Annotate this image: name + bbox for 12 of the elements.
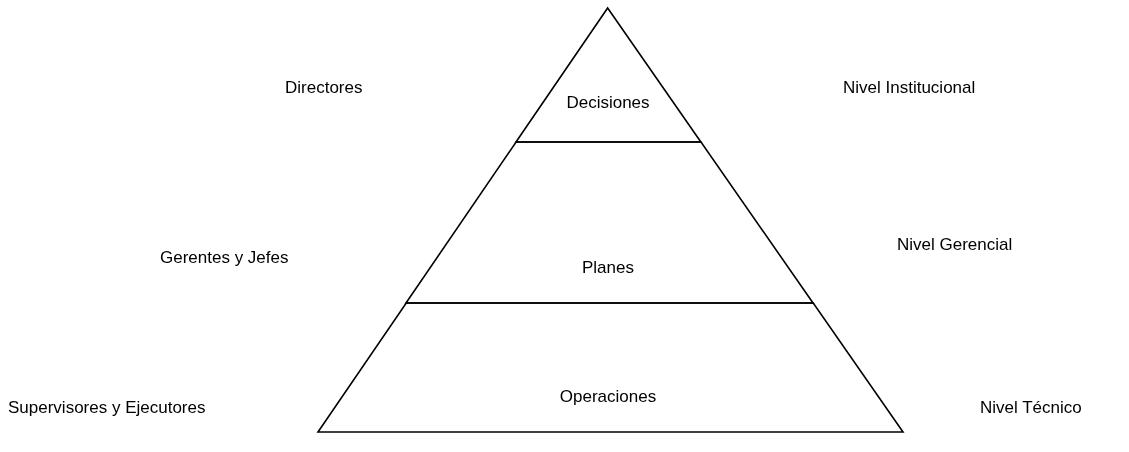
- level-name: Nivel Técnico: [980, 398, 1082, 418]
- level-name: Nivel Institucional: [843, 78, 976, 98]
- level-name: Nivel Gerencial: [897, 235, 1013, 255]
- level-label: Planes: [582, 258, 634, 278]
- pyramid-level: [406, 142, 814, 303]
- role-label: Supervisores y Ejecutores: [8, 398, 206, 418]
- role-label: Directores: [285, 78, 363, 98]
- pyramid-level: [318, 303, 903, 432]
- role-label: Gerentes y Jefes: [160, 248, 289, 268]
- level-label: Decisiones: [566, 93, 650, 113]
- level-label: Operaciones: [559, 387, 657, 407]
- pyramid-level: [516, 8, 702, 142]
